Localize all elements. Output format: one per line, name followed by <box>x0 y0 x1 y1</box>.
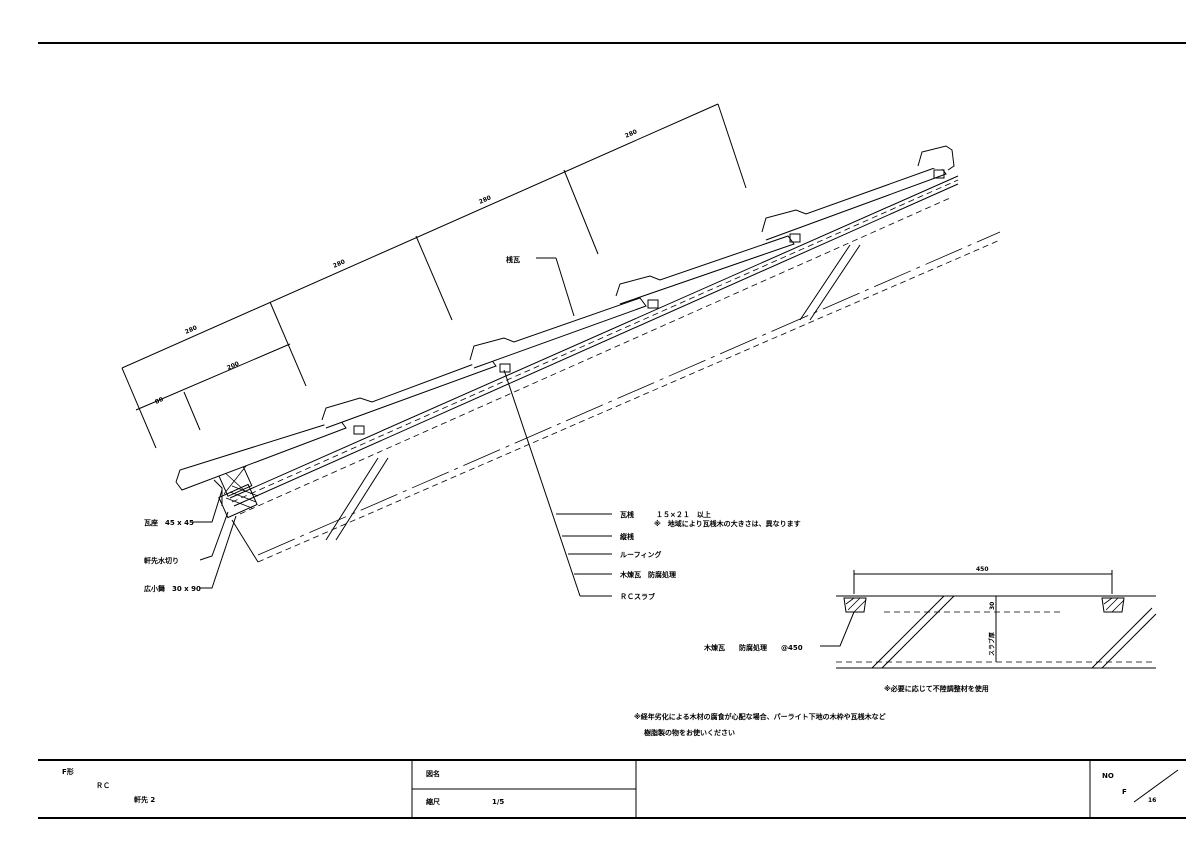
title-block: F形 ＲＣ 軒先 2 図名 縮尺 1/5 NO F 16 <box>38 759 1186 819</box>
label-tatesan: 縦桟 <box>620 532 634 541</box>
label-kawara-sandan: 瓦桟 <box>620 510 634 519</box>
dim-sleeper-height: 30 <box>989 602 996 610</box>
tb-number: 16 <box>1148 797 1156 804</box>
label-kawara-sandan-note: ※ 地域により瓦桟木の大きさは、異なります <box>654 519 801 528</box>
label-rc-slab: ＲＣスラブ <box>620 592 655 601</box>
dim-sleeper-spacing: 450 <box>976 566 989 573</box>
tb-name-label: 図名 <box>426 769 440 778</box>
label-hirokomai: 広小舞 30 x 90 <box>144 584 201 593</box>
tb-type: F形 <box>62 767 74 776</box>
label-detail-note: ※必要に応じて不陸調整材を使用 <box>884 684 989 693</box>
label-slab-thickness: スラブ厚 <box>988 632 996 656</box>
roof-structure <box>175 145 1001 563</box>
annotations: 桟瓦 瓦桟 １５×２１ 以上 ※ 地域により瓦桟木の大きさは、異なります 縦桟 … <box>144 255 801 601</box>
label-gawarazoko: 瓦座 45 x 45 <box>144 518 194 527</box>
tb-series: F <box>1122 788 1127 796</box>
tb-scale-label: 縮尺 <box>426 797 440 806</box>
tb-title: 軒先 2 <box>134 795 155 804</box>
note-line-1: ※経年劣化による木材の腐食が心配な場合、パーライト下地の木枠や瓦桟木など <box>634 712 886 721</box>
tb-scale-value: 1/5 <box>492 798 504 806</box>
label-roofing: ルーフィング <box>620 550 661 559</box>
dim-eave-overhang: 80 <box>154 396 164 406</box>
sleeper-detail: 450 30 スラブ厚 木煉瓦 防腐処理 @450 ※必要に応じて不陸調整材を使… <box>703 566 1157 693</box>
tb-structure: ＲＣ <box>96 781 110 790</box>
label-detail-sleeper: 木煉瓦 防腐処理 @450 <box>703 643 803 652</box>
dim-pitch-4: 280 <box>624 128 638 139</box>
dimension-lines: 280 280 280 280 200 80 <box>121 103 747 449</box>
dim-pitch-2: 280 <box>332 258 346 269</box>
note-line-2: 樹脂製の物をお使いください <box>644 728 735 737</box>
label-mokuseikawara: 木煉瓦 防腐処理 <box>619 570 676 579</box>
tb-no-label: NO <box>1102 772 1114 780</box>
label-nokisaki-mizukiri: 軒先水切り <box>144 556 179 565</box>
label-kawara-sandan-size: １５×２１ 以上 <box>656 510 711 519</box>
dim-eave-first: 200 <box>226 360 240 371</box>
dim-pitch-1: 280 <box>184 324 198 335</box>
label-kawara: 桟瓦 <box>506 255 520 264</box>
dim-pitch-3: 280 <box>478 194 492 205</box>
